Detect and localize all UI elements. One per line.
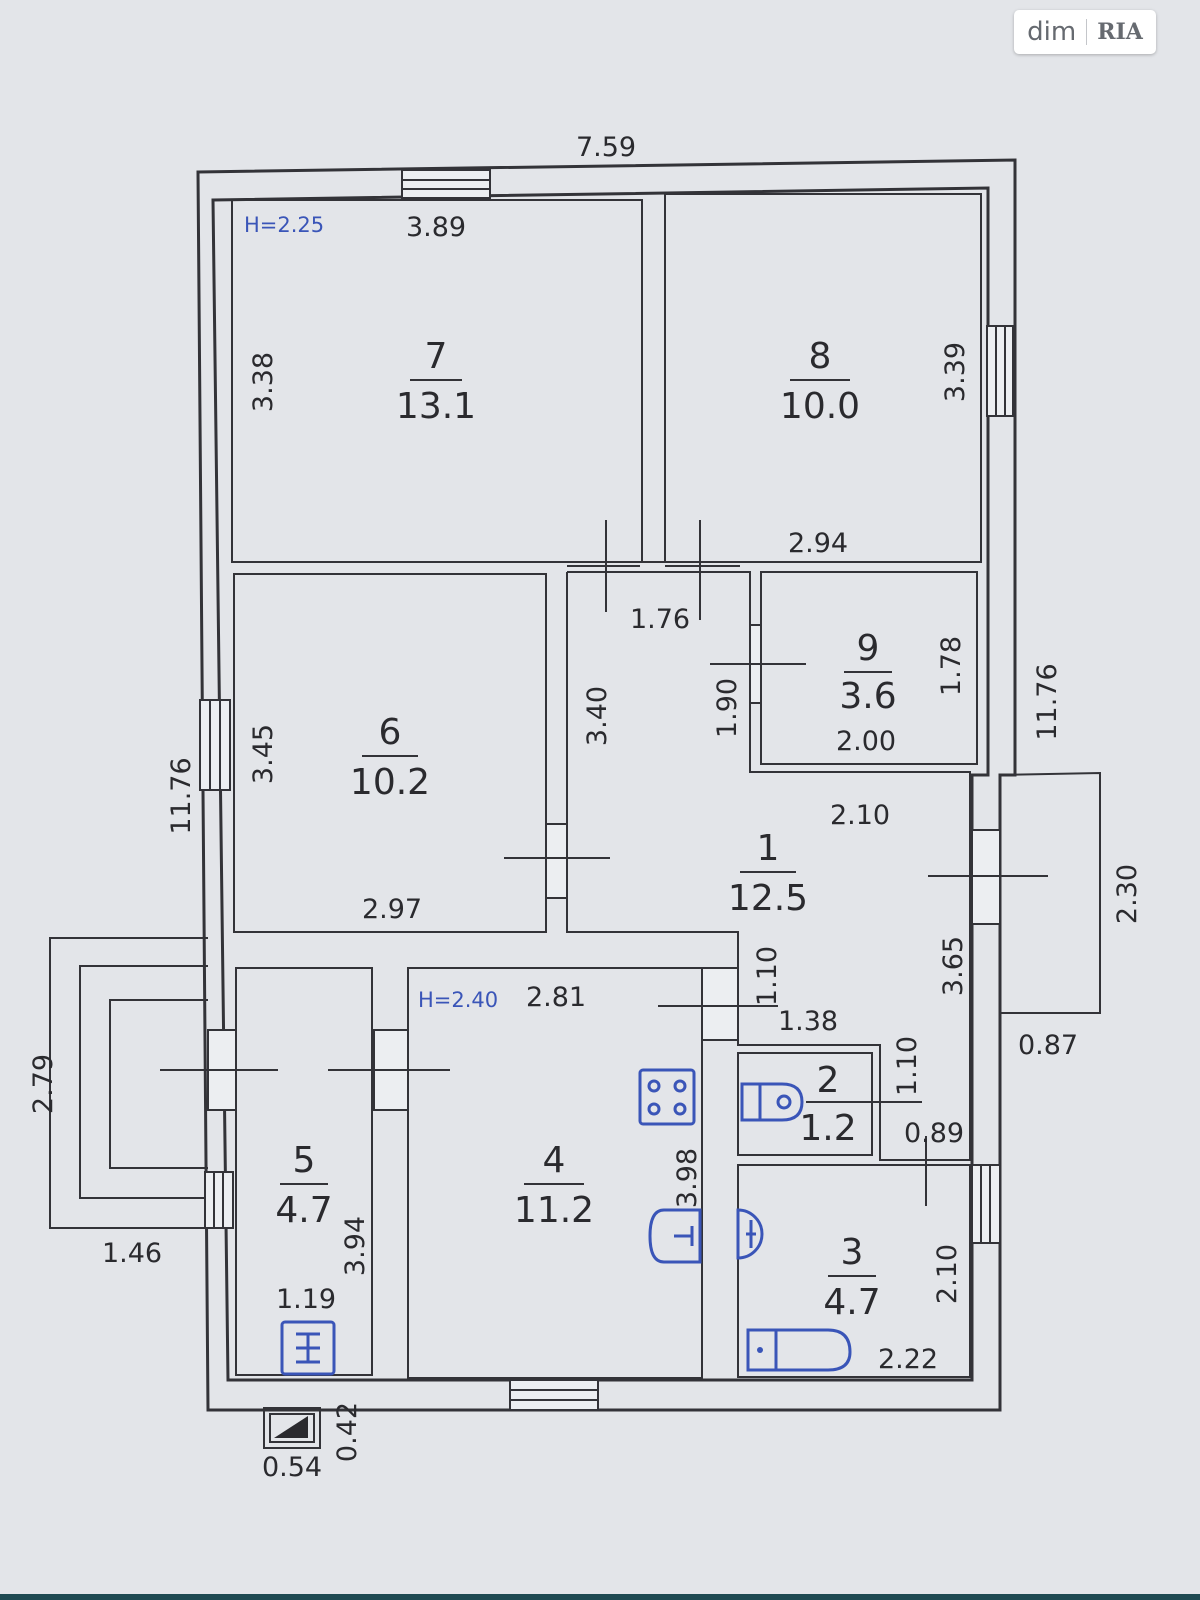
dim-room-2-width: 0.89 <box>904 1118 964 1149</box>
sink-icon <box>648 1208 702 1264</box>
room-8-area: 10.0 <box>780 386 860 427</box>
room-7-number: 7 <box>425 336 448 377</box>
room-1-area: 12.5 <box>728 878 808 919</box>
entrance-right <box>999 771 1101 1014</box>
room-9-area: 3.6 <box>839 676 896 717</box>
bottom-bar <box>0 1594 1200 1600</box>
boiler-icon <box>280 1320 336 1376</box>
dim-porch-width: 1.46 <box>102 1238 162 1269</box>
room-7-area: 13.1 <box>396 386 476 427</box>
room-9-label: 9 3.6 <box>839 628 896 717</box>
room-6-label: 6 10.2 <box>350 712 430 803</box>
dim-ria-watermark: dim RIA <box>1014 10 1156 54</box>
dim-vent-width: 0.54 <box>262 1452 322 1483</box>
dim-room-5-width: 1.19 <box>276 1284 336 1315</box>
room-6-area: 10.2 <box>350 762 430 803</box>
room-8-label: 8 10.0 <box>780 336 860 427</box>
ventilation-box-icon <box>263 1407 321 1449</box>
dim-room-8-height: 3.39 <box>940 342 971 402</box>
dim-room-1-corridor: 1.76 <box>630 604 690 635</box>
dim-room-1-lower-height: 3.65 <box>938 936 969 996</box>
dim-outer-left-length: 11.76 <box>166 757 197 834</box>
porch-left <box>49 937 208 1229</box>
dim-outer-top-width: 7.59 <box>576 132 636 163</box>
fixtures <box>280 1068 852 1376</box>
dim-room-1-notch: 1.10 <box>752 946 783 1006</box>
dim-entrance-height: 2.30 <box>1112 864 1143 924</box>
room-2-area: 1.2 <box>799 1108 856 1149</box>
dim-porch-height: 2.79 <box>28 1054 59 1114</box>
room-2-number: 2 <box>817 1060 840 1101</box>
room-7-label: 7 13.1 <box>396 336 476 427</box>
toilet-icon <box>740 1082 804 1122</box>
dim-room-1-step: 1.38 <box>778 1006 838 1037</box>
room-6-number: 6 <box>379 712 402 753</box>
dim-room-9-height: 1.78 <box>936 636 967 696</box>
dim-room-9-width: 2.00 <box>836 726 896 757</box>
dim-room-6-width: 2.97 <box>362 894 422 925</box>
dim-vent-height: 0.42 <box>332 1402 363 1462</box>
room-9-number: 9 <box>857 628 880 669</box>
room-2-label: 2 1.2 <box>799 1060 856 1149</box>
watermark-dim: dim <box>1027 17 1077 47</box>
dim-room-6-height: 3.45 <box>248 724 279 784</box>
windows <box>199 169 1014 1411</box>
dim-room-1-height: 3.40 <box>582 686 613 746</box>
dim-room-3-height: 2.10 <box>932 1244 963 1304</box>
dim-room-5-height: 3.94 <box>340 1216 371 1276</box>
height-label-north: H=2.25 <box>244 213 324 237</box>
stove-icon <box>638 1068 696 1126</box>
room-5-label: 5 4.7 <box>275 1140 332 1231</box>
room-1-number: 1 <box>757 828 780 869</box>
watermark-separator <box>1086 19 1088 45</box>
door-markers <box>160 520 1048 1206</box>
dim-room-3-width: 2.22 <box>878 1344 938 1375</box>
bathtub-icon <box>746 1328 852 1372</box>
room-3-area: 4.7 <box>823 1282 880 1323</box>
dim-room-7-width: 3.89 <box>406 212 466 243</box>
room-4-area: 11.2 <box>514 1190 594 1231</box>
height-label-south: H=2.40 <box>418 988 498 1012</box>
dim-outer-right-length: 11.76 <box>1032 663 1063 740</box>
watermark-ria: RIA <box>1097 19 1143 45</box>
dim-room-4-width: 2.81 <box>526 982 586 1013</box>
room-1-label: 1 12.5 <box>728 828 808 919</box>
door-openings <box>207 561 1001 1111</box>
dim-room-7-height: 3.38 <box>248 352 279 412</box>
dim-room-2-height: 1.10 <box>892 1036 923 1096</box>
washbasin-icon <box>736 1208 764 1260</box>
dim-room-9-door: 1.90 <box>712 678 743 738</box>
room-5-area: 4.7 <box>275 1190 332 1231</box>
dim-room-8-width: 2.94 <box>788 528 848 559</box>
room-5-number: 5 <box>293 1140 316 1181</box>
room-4-label: 4 11.2 <box>514 1140 594 1231</box>
room-walls <box>231 193 982 1379</box>
room-4-number: 4 <box>543 1140 566 1181</box>
room-3-label: 3 4.7 <box>823 1232 880 1323</box>
room-8-number: 8 <box>809 336 832 377</box>
dim-room-1-width: 2.10 <box>830 800 890 831</box>
dim-room-4-height: 3.98 <box>672 1148 703 1208</box>
dim-entrance-width: 0.87 <box>1018 1030 1078 1061</box>
room-3-number: 3 <box>841 1232 864 1273</box>
